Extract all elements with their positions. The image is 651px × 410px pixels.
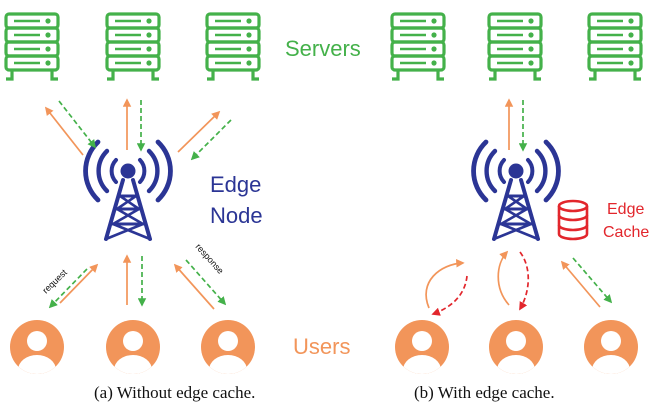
cache-response-arrow-b3 (519, 251, 530, 311)
request-arrow-a4 (59, 263, 99, 304)
response-arrow-a3 (190, 119, 232, 161)
user-avatar-icon-a1 (10, 320, 64, 385)
caption-a: (a) Without edge cache. (94, 383, 255, 402)
antenna-tower-icon-a (86, 142, 171, 239)
server-icon-b3 (587, 12, 643, 81)
edge-cache-label-line2: Cache (603, 224, 649, 241)
request-arrow-a6 (173, 263, 215, 310)
user-avatar-icon-b3 (584, 320, 638, 385)
request-arrow-b2 (425, 259, 465, 309)
users-label: Users (293, 334, 350, 359)
response-arrow-b4 (572, 257, 613, 304)
server-icon-a3 (205, 12, 261, 81)
server-icon-a1 (4, 12, 60, 81)
user-avatar-icon-b1 (395, 320, 449, 385)
edge-node-label-line2: Node (210, 203, 263, 228)
server-icon-b1 (390, 12, 446, 81)
caption-b: (b) With edge cache. (414, 383, 555, 402)
request-arrow-b4 (560, 260, 601, 308)
response-arrow-a6 (185, 259, 227, 306)
request-arrow-b3 (497, 250, 510, 306)
servers-label: Servers (285, 36, 361, 61)
request-label: request (40, 267, 69, 295)
edge-node-label-line1: Edge (210, 172, 261, 197)
response-arrow-a1 (58, 100, 97, 149)
user-avatar-icon-a3 (201, 320, 255, 385)
request-arrow-a1 (44, 106, 84, 156)
user-avatar-icon-a2 (106, 320, 160, 385)
antenna-tower-icon-b (474, 142, 559, 239)
cache-response-arrow-b2 (431, 275, 468, 316)
response-arrow-a4 (48, 268, 88, 309)
edge-cache-label-line1: Edge (607, 201, 644, 218)
server-icon-a2 (105, 12, 161, 81)
request-arrow-a3 (177, 110, 221, 153)
response-label: response (194, 242, 226, 276)
user-avatar-icon-b2 (489, 320, 543, 385)
server-icon-b2 (487, 12, 543, 81)
database-icon (557, 199, 589, 241)
